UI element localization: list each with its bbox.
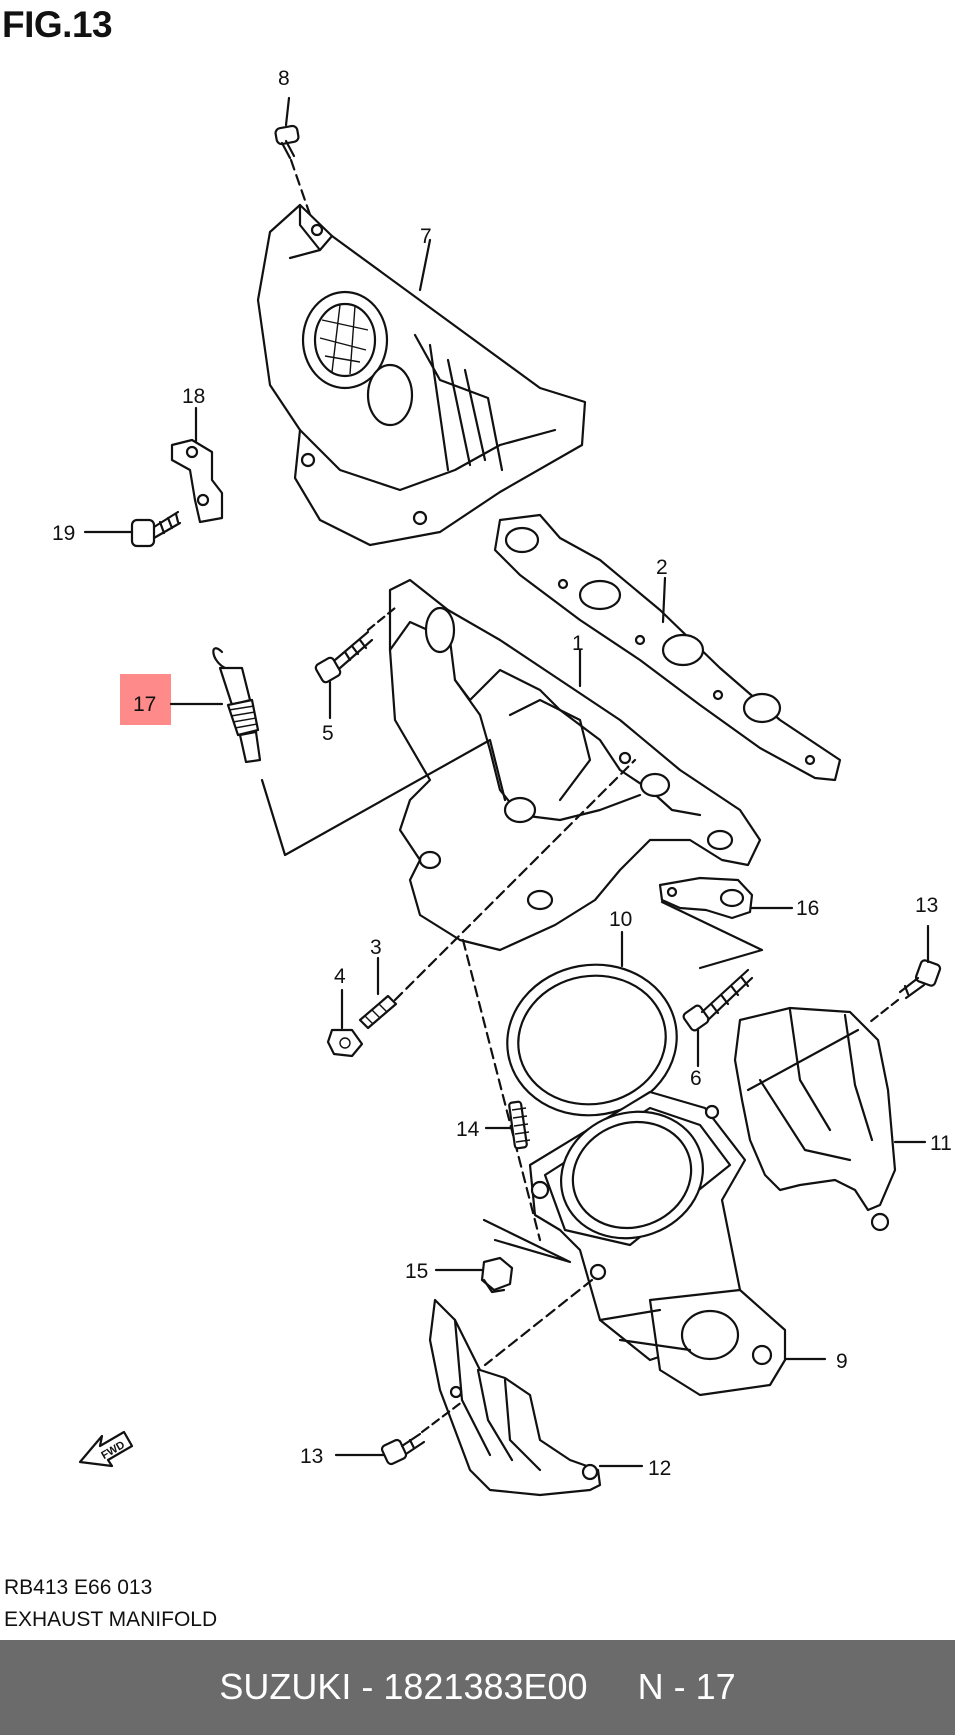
leader-7 (418, 238, 432, 292)
callout-13a[interactable]: 13 (915, 894, 938, 917)
part-17-oxygen-sensor[interactable] (212, 647, 262, 764)
leader-16b (660, 900, 764, 970)
part-2-gasket[interactable] (493, 513, 842, 782)
callout-2[interactable]: 2 (656, 556, 668, 579)
callout-19[interactable]: 19 (52, 522, 75, 545)
footer-part-number: SUZUKI - 1821383E00 N - 17 (219, 1666, 736, 1707)
callout-8[interactable]: 8 (278, 67, 290, 90)
part-3-stud[interactable] (358, 994, 398, 1030)
part-9-catalytic-converter[interactable] (528, 1090, 787, 1397)
part-14-stud[interactable] (508, 1100, 531, 1150)
callout-1[interactable]: 1 (572, 632, 584, 655)
part-13-lower-bolt[interactable] (380, 1432, 426, 1466)
part-10-gasket-ring[interactable] (495, 951, 688, 1128)
callout-17[interactable]: 17 (133, 693, 156, 716)
leader-17-arrow (260, 738, 507, 857)
callout-7[interactable]: 7 (420, 225, 432, 248)
callout-6[interactable]: 6 (690, 1067, 702, 1090)
leader-13a-axis (868, 998, 900, 1024)
callout-15[interactable]: 15 (405, 1260, 428, 1283)
callout-9[interactable]: 9 (836, 1350, 848, 1373)
part-5-bolt[interactable] (314, 630, 374, 684)
callout-18[interactable]: 18 (182, 385, 205, 408)
part-7-heat-shield[interactable] (256, 203, 587, 547)
footer-bar: SUZUKI - 1821383E00 N - 17 (0, 1640, 955, 1735)
callout-3[interactable]: 3 (370, 936, 382, 959)
part-11-heat-shield[interactable] (733, 1006, 897, 1232)
leader-15b (482, 1218, 572, 1264)
part-15-nut[interactable] (480, 1256, 514, 1294)
fwd-label: FWD (99, 1439, 127, 1462)
fwd-arrow-icon: FWD (78, 1430, 134, 1468)
part-19-bolt[interactable] (130, 510, 182, 548)
exhaust-manifold-diagram: 8 7 18 19 2 (52, 67, 952, 1497)
callout-13b[interactable]: 13 (300, 1445, 323, 1468)
highlight-17[interactable] (120, 674, 171, 725)
part-1-manifold[interactable] (388, 578, 762, 952)
leader-2 (661, 576, 667, 624)
part-16-bracket[interactable] (658, 876, 754, 920)
part-12-heat-shield[interactable] (428, 1298, 602, 1497)
leader-9-axis (483, 1278, 594, 1367)
callout-16[interactable]: 16 (796, 897, 819, 920)
figure-code: RB413 E66 013 (4, 1576, 153, 1599)
callout-11[interactable]: 11 (930, 1132, 952, 1155)
callout-14[interactable]: 14 (456, 1118, 480, 1141)
callout-5[interactable]: 5 (322, 722, 334, 745)
leader-3-axis (393, 758, 637, 1002)
figure-title: FIG.13 (2, 4, 113, 45)
part-18-bracket[interactable] (170, 438, 224, 524)
part-8-bolt[interactable] (274, 96, 300, 160)
callout-10[interactable]: 10 (609, 908, 632, 931)
callout-12[interactable]: 12 (648, 1457, 671, 1480)
leader-10-axis (461, 938, 542, 1242)
figure-name: EXHAUST MANIFOLD (4, 1608, 218, 1631)
part-4-nut[interactable] (326, 1028, 364, 1058)
part-13-upper-bolt[interactable] (898, 959, 942, 1000)
leader-13b-axis (420, 1400, 464, 1434)
leader-5b (366, 606, 397, 632)
callout-4[interactable]: 4 (334, 965, 346, 988)
part-6-bolt[interactable] (682, 968, 754, 1032)
